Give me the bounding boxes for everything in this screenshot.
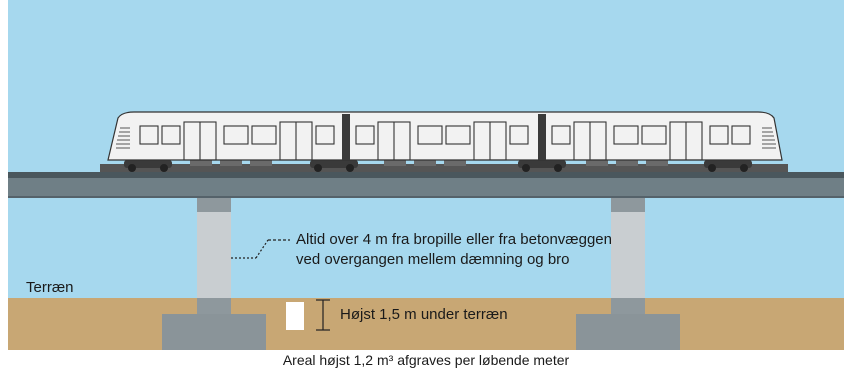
- terrain-label: Terræn: [26, 279, 74, 296]
- clearance-label-line2: ved overgangen mellem dæmning og bro: [296, 251, 570, 268]
- figure-caption: Areal højst 1,2 m³ afgraves per løbende …: [282, 352, 570, 368]
- ground-area: [8, 298, 844, 350]
- left-footing: [162, 314, 266, 350]
- left-pillar: [162, 198, 266, 350]
- clearance-marker: [231, 239, 290, 259]
- depth-label: Højst 1,5 m under terræn: [340, 306, 508, 323]
- excavation-area: [286, 302, 304, 330]
- depth-dimension: [316, 299, 330, 331]
- bridge-deck: [8, 172, 844, 198]
- metro-train-icon: [100, 111, 788, 172]
- clearance-label-line1: Altid over 4 m fra bropille eller fra be…: [296, 231, 612, 248]
- right-pillar: [576, 198, 680, 350]
- right-footing: [576, 314, 680, 350]
